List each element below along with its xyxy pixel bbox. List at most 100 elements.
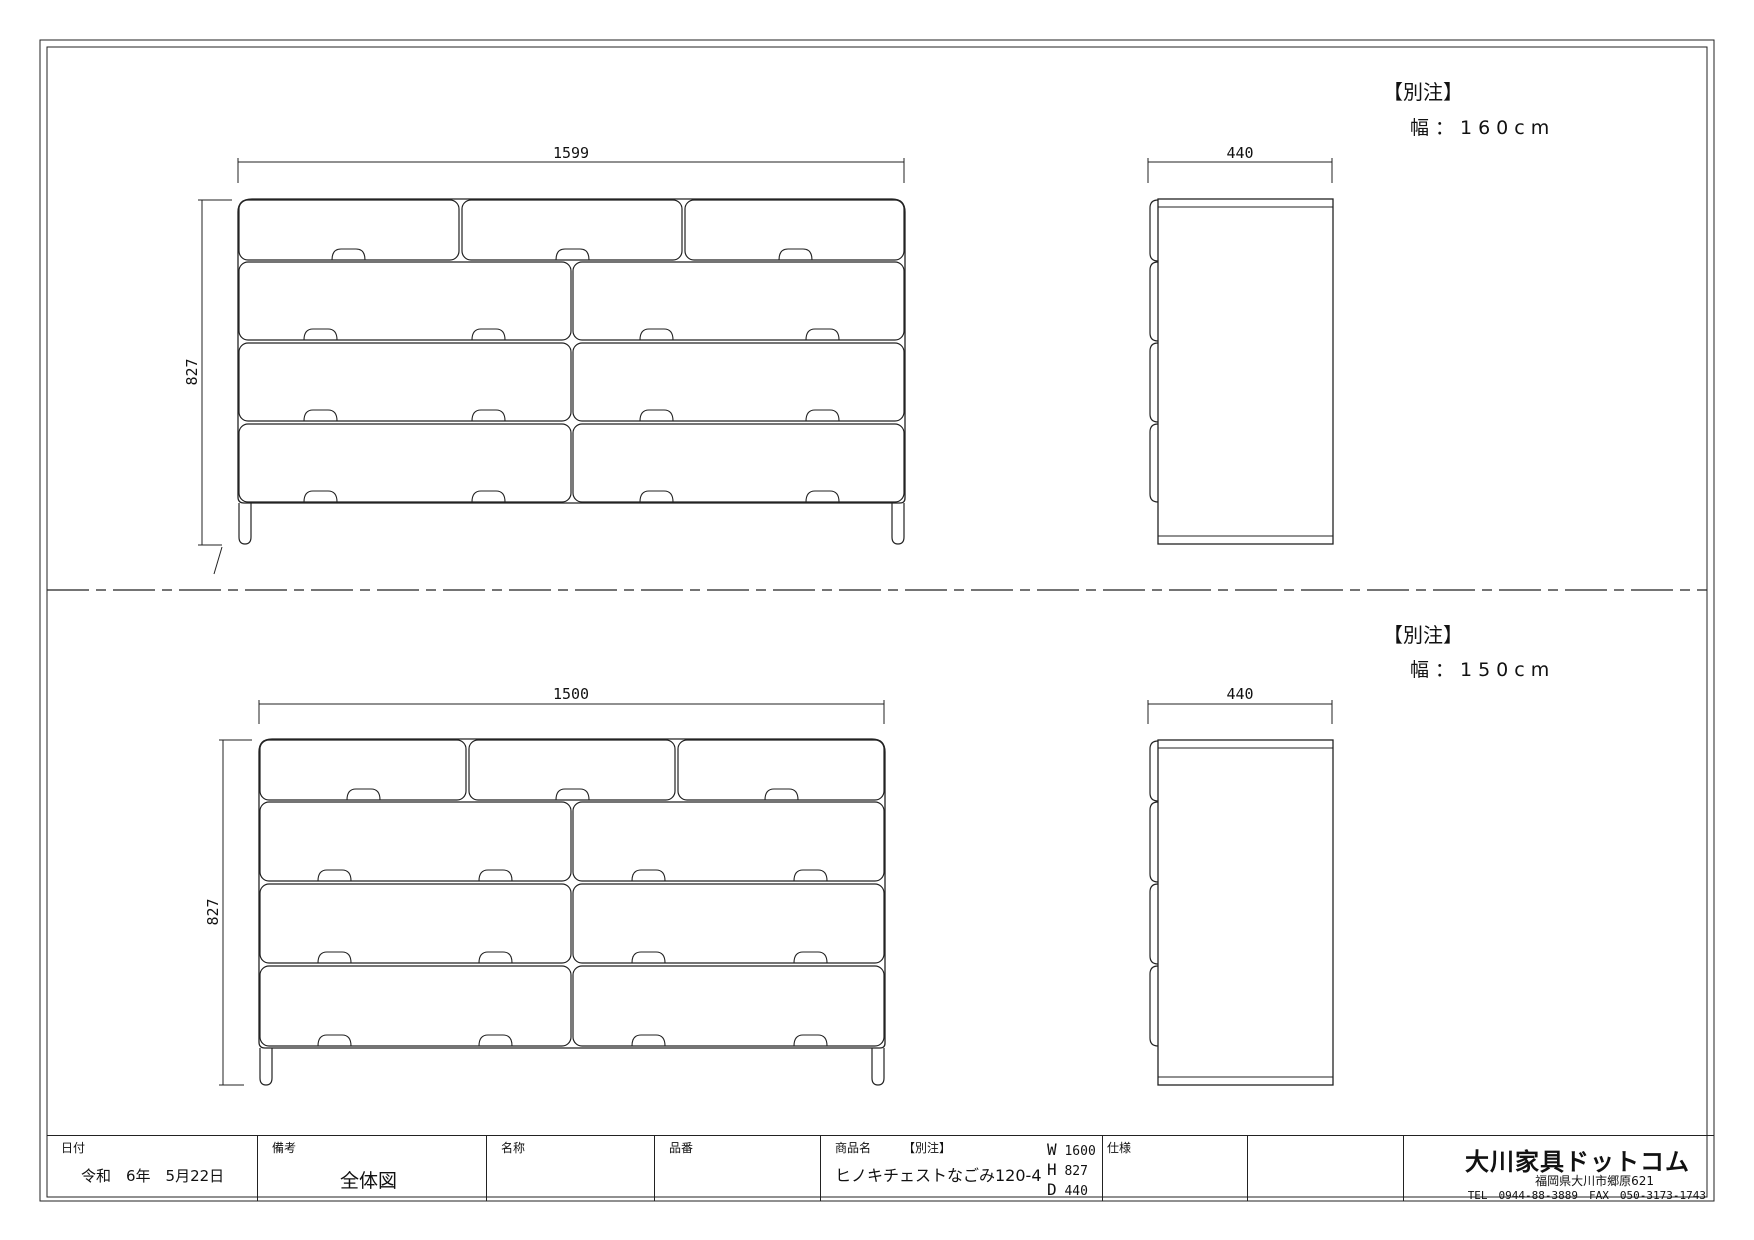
drawer-edge (1149, 965, 1159, 1047)
drawer-front (259, 965, 572, 1047)
product-tag: 【別注】 (903, 1141, 952, 1155)
drawer-handle (639, 490, 674, 503)
drawer-front (259, 739, 467, 801)
title-block: 日付 令和 6年 5月22日 備考 全体図 名称 品番 商品名 【別注】 ヒノキ… (47, 1135, 1714, 1202)
drawer-edge (1149, 883, 1159, 965)
dimensions-summary: W 1600 H 827 D 440 (1047, 1141, 1096, 1201)
drawer-handle (331, 248, 366, 261)
product-value: ヒノキチェストなごみ120-4 (835, 1166, 1042, 1185)
height-dimension-label: 827 (204, 898, 222, 925)
drawer-handle (793, 951, 828, 964)
drawer-handle (631, 869, 666, 882)
drawer-front (238, 342, 572, 422)
drawer-handle (317, 869, 352, 882)
drawer-front (572, 883, 885, 964)
drawer-front (684, 199, 905, 261)
width-dimension-label: 1599 (553, 144, 589, 162)
drawer-handle (478, 869, 513, 882)
height-dimension-label: 827 (183, 358, 201, 385)
part-number-cell: 品番 (655, 1136, 821, 1201)
special-order-label: 【別注】 (1383, 623, 1463, 647)
special-order-label: 【別注】 (1383, 80, 1463, 104)
remarks-value: 全体図 (340, 1170, 398, 1192)
drawer-handle (346, 788, 381, 801)
drawer-handle (471, 328, 506, 341)
front-view-1600: 1599 827 (183, 144, 906, 575)
drawer-front (572, 261, 905, 341)
drawer-handle (639, 328, 674, 341)
sheet-outer-border (39, 39, 1715, 1202)
width-note: 幅：150cm (1410, 659, 1556, 681)
depth-dimension-label: 440 (1226, 144, 1253, 162)
remarks-label: 備考 (272, 1141, 297, 1155)
drawer-front (238, 423, 572, 503)
remarks-cell: 備考 全体図 (258, 1136, 487, 1201)
depth-dimension-label: 440 (1226, 685, 1253, 703)
drawer-front (572, 801, 885, 882)
d-key: D (1047, 1180, 1057, 1199)
spec-label: 仕様 (1107, 1141, 1132, 1155)
drawer-handle (471, 409, 506, 422)
company-cell: 大川家具ドットコム 福岡県大川市郷原621 TEL 0944-88-3889 F… (1404, 1136, 1714, 1202)
drawer-front (461, 199, 683, 261)
blank-cell (1248, 1136, 1404, 1201)
company-contact: TEL 0944-88-3889 FAX 050-3173-1743 (1467, 1189, 1706, 1202)
w-value: 1600 (1064, 1144, 1096, 1159)
drawer-handle (631, 951, 666, 964)
company-address: 福岡県大川市郷原621 (1535, 1174, 1654, 1188)
chest-leg (871, 1048, 885, 1086)
date-value: 令和 6年 5月22日 (81, 1167, 225, 1185)
h-key: H (1047, 1160, 1057, 1179)
drawer-edge (1149, 199, 1159, 262)
drawer-handle (764, 788, 799, 801)
drawer-handle (631, 1034, 666, 1047)
side-view-1500: 440 (1147, 685, 1334, 1086)
break-mark (213, 546, 223, 575)
product-cell: 商品名 【別注】 ヒノキチェストなごみ120-4 W 1600 H 827 D … (821, 1136, 1103, 1201)
drawer-front (259, 883, 572, 964)
chest-leg (238, 503, 252, 545)
part-number-label: 品番 (669, 1141, 694, 1155)
company-name: 大川家具ドットコム (1465, 1148, 1690, 1176)
d-value: 440 (1064, 1184, 1088, 1199)
side-panel (1157, 739, 1334, 1086)
drawer-front (468, 739, 676, 801)
drawer-handle (805, 409, 840, 422)
spec-cell: 仕様 (1103, 1136, 1248, 1201)
drawer-handle (471, 490, 506, 503)
drawer-front (677, 739, 885, 801)
drawer-handle (478, 951, 513, 964)
drawer-edge (1149, 423, 1159, 503)
drawer-edge (1149, 261, 1159, 342)
chest-leg (259, 1048, 273, 1086)
date-cell: 日付 令和 6年 5月22日 (47, 1136, 258, 1201)
drawer-handle (805, 490, 840, 503)
chest-outline (258, 738, 886, 1049)
name-cell: 名称 (487, 1136, 655, 1201)
side-panel (1157, 198, 1334, 545)
drawer-edge (1149, 740, 1159, 802)
drawer-handle (478, 1034, 513, 1047)
drawer-front (259, 801, 572, 882)
width-note: 幅：160cm (1410, 117, 1556, 139)
drawer-front (572, 423, 905, 503)
drawer-edge (1149, 801, 1159, 883)
drawer-handle (303, 490, 338, 503)
drawer-handle (793, 1034, 828, 1047)
drawer-edge (1149, 342, 1159, 423)
drawer-front (238, 261, 572, 341)
drawer-handle (303, 409, 338, 422)
drawer-handle (778, 248, 813, 261)
front-view-1500: 1500 827 (204, 685, 886, 1086)
date-label: 日付 (61, 1141, 86, 1155)
width-dimension-label: 1500 (553, 685, 589, 703)
drawer-handle (317, 951, 352, 964)
drawer-handle (555, 788, 590, 801)
drawer-front (572, 342, 905, 422)
drawer-front (238, 199, 460, 261)
drawer-handle (639, 409, 674, 422)
drawer-front (572, 965, 885, 1047)
h-value: 827 (1064, 1164, 1088, 1179)
drawer-handle (805, 328, 840, 341)
product-label: 商品名 (835, 1141, 872, 1155)
